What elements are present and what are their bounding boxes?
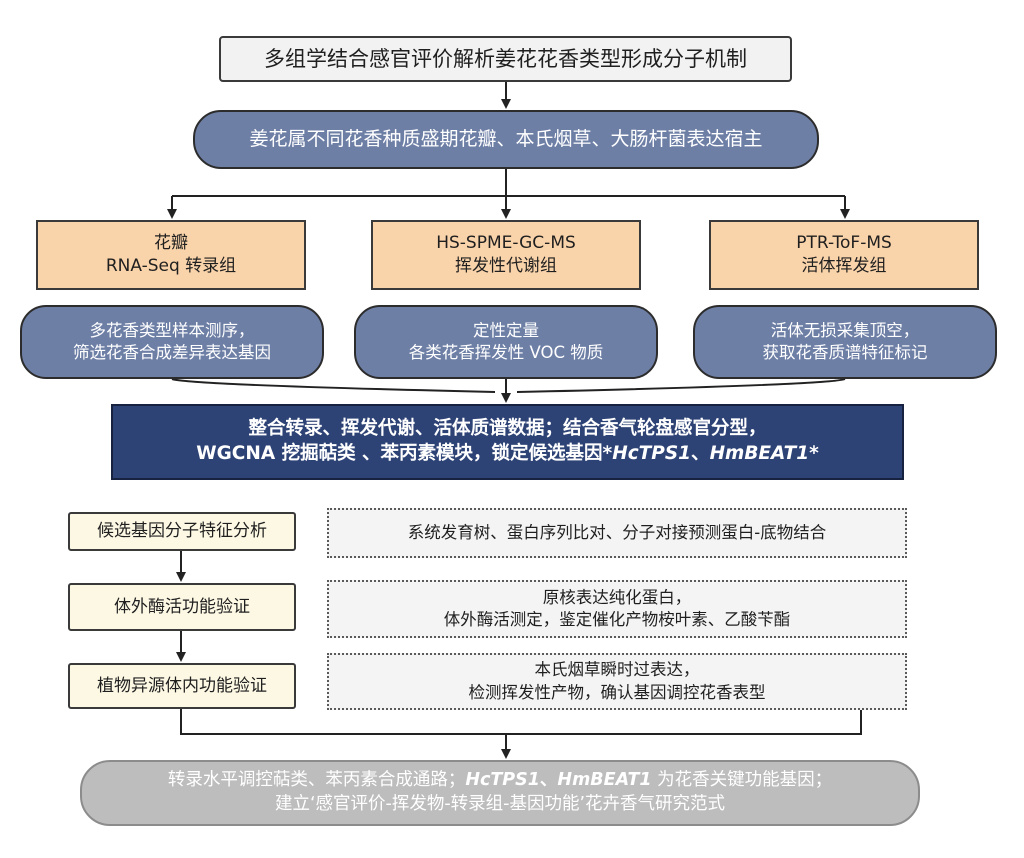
conclusion-gene-separator: 、 (539, 770, 558, 791)
omics-metabolome-line1: HS-SPME-GC-MS (436, 233, 576, 254)
omics-volatilome-line2: 活体挥发组 (801, 256, 887, 276)
detail-volatilome-line1: 活体无损采集顶空， (770, 320, 920, 340)
host-material-text: 姜花属不同花香种质盛期花瓣、本氏烟草、大肠杆菌表达宿主 (249, 127, 763, 150)
note-molecular-analysis-line1: 系统发育树、蛋白序列比对、分子对接预测蛋白-底物结合 (407, 522, 827, 542)
conclusion-line1-text: 转录水平调控萜类、苯丙素合成通路； (167, 770, 466, 791)
detail-box-metabolome: 定性定量 各类花香挥发性 VOC 物质 (354, 305, 658, 379)
connector-steps-to-final (180, 709, 862, 735)
omics-transcriptome-line2: RNA-Seq 转录组 (105, 256, 237, 276)
gene-hctps1: HcTPS1 (612, 443, 692, 464)
note-in-vitro-assay: 原核表达纯化蛋白， 体外酶活测定，鉴定催化产物桉叶素、乙酸苄酯 (327, 580, 907, 638)
detail-box-volatilome: 活体无损采集顶空， 获取花香质谱特征标记 (693, 305, 997, 379)
host-material-box: 姜花属不同花香种质盛期花瓣、本氏烟草、大肠杆菌表达宿主 (193, 110, 819, 169)
omics-box-transcriptome: 花瓣 RNA-Seq 转录组 (36, 220, 306, 290)
detail-volatilome-line2: 获取花香质谱特征标记 (762, 343, 928, 362)
note-in-planta-validation: 本氏烟草瞬时过表达， 检测挥发性产物，确认基因调控花香表型 (327, 653, 907, 710)
detail-transcriptome-line2: 筛选花香合成差异表达基因 (73, 343, 271, 362)
omics-box-volatilome: PTR-ToF-MS 活体挥发组 (709, 220, 979, 290)
gene-hmbeat1: HmBEAT1 (709, 443, 810, 464)
integration-line2-end: * (809, 443, 819, 464)
step-molecular-analysis: 候选基因分子特征分析 (68, 512, 296, 551)
title-box: 多组学结合感官评价解析姜花花香类型形成分子机制 (219, 36, 792, 82)
title-text: 多组学结合感官评价解析姜花花香类型形成分子机制 (264, 46, 747, 71)
omics-transcriptome-line1: 花瓣 (154, 233, 188, 254)
note-in-planta-validation-line1: 本氏烟草瞬时过表达， (534, 660, 700, 680)
step-in-vitro-assay: 体外酶活功能验证 (68, 583, 296, 631)
omics-metabolome-line2: 挥发性代谢组 (455, 256, 557, 276)
detail-transcriptome-line1: 多花香类型样本测序， (89, 320, 255, 340)
gene-separator: 、 (691, 443, 710, 464)
connector-merge-curves (171, 378, 846, 393)
omics-box-metabolome: HS-SPME-GC-MS 挥发性代谢组 (371, 220, 641, 290)
detail-metabolome-line1: 定性定量 (473, 320, 539, 340)
integration-line2: WGCNA 挖掘萜类 、苯丙素模块，锁定候选基因*HcTPS1、HmBEAT1* (196, 442, 819, 467)
conclusion-gene-hmbeat1: HmBEAT1 (557, 770, 652, 791)
integration-line2-text: WGCNA 挖掘萜类 、苯丙素模块，锁定候选基因* (196, 443, 613, 464)
step-in-vitro-assay-label: 体外酶活功能验证 (114, 596, 250, 617)
step-molecular-analysis-label: 候选基因分子特征分析 (97, 521, 267, 542)
conclusion-box: 转录水平调控萜类、苯丙素合成通路；HcTPS1、HmBEAT1 为花香关键功能基… (80, 760, 920, 826)
omics-volatilome-line1: PTR-ToF-MS (796, 233, 892, 254)
step-in-planta-validation-label: 植物异源体内功能验证 (97, 675, 267, 696)
note-molecular-analysis: 系统发育树、蛋白序列比对、分子对接预测蛋白-底物结合 (327, 508, 907, 558)
integration-line1: 整合转录、挥发代谢、活体质谱数据；结合香气轮盘感官分型， (248, 418, 767, 440)
detail-metabolome-line2: 各类花香挥发性 VOC 物质 (408, 343, 604, 362)
note-in-vitro-assay-line1: 原核表达纯化蛋白， (542, 587, 692, 607)
conclusion-line1: 转录水平调控萜类、苯丙素合成通路；HcTPS1、HmBEAT1 为花香关键功能基… (168, 769, 832, 793)
conclusion-line2: 建立‘感官评价-挥发物-转录组-基因功能’花卉香气研究范式 (274, 794, 726, 814)
note-in-planta-validation-line2: 检测挥发性产物，确认基因调控花香表型 (468, 682, 766, 702)
conclusion-gene-hctps1: HcTPS1 (465, 770, 540, 791)
note-in-vitro-assay-line2: 体外酶活测定，鉴定催化产物桉叶素、乙酸苄酯 (443, 610, 791, 629)
conclusion-line1-end: 为花香关键功能基因； (651, 770, 833, 791)
step-in-planta-validation: 植物异源体内功能验证 (68, 663, 296, 709)
integration-box: 整合转录、挥发代谢、活体质谱数据；结合香气轮盘感官分型， WGCNA 挖掘萜类 … (111, 404, 904, 480)
detail-box-transcriptome: 多花香类型样本测序， 筛选花香合成差异表达基因 (20, 305, 324, 379)
